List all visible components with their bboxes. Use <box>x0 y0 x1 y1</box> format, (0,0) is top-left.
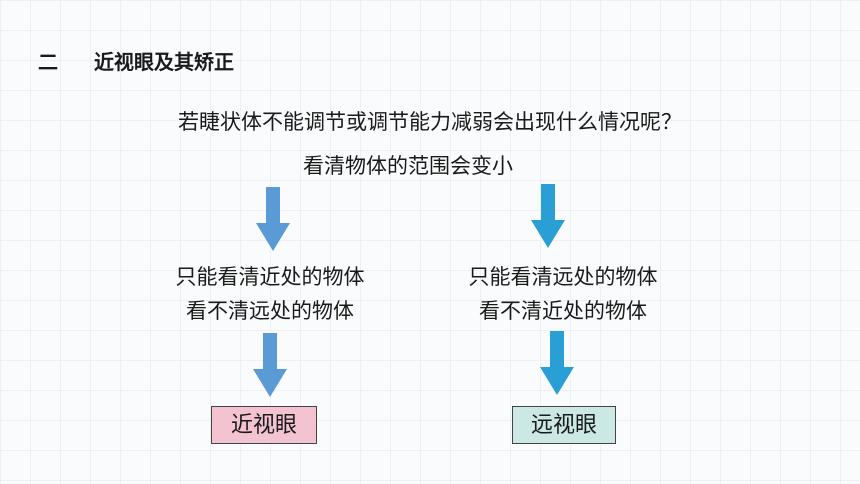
hyperopia-description: 只能看清远处的物体 看不清近处的物体 <box>413 260 713 328</box>
section-heading: 二 近视眼及其矫正 <box>38 46 234 75</box>
hyperopia-line-1: 只能看清远处的物体 <box>468 265 658 289</box>
arrow-down-icon <box>540 331 574 395</box>
hyperopia-label: 远视眼 <box>512 406 616 444</box>
myopia-line-2: 看不清远处的物体 <box>186 299 354 323</box>
hyperopia-line-2: 看不清近处的物体 <box>479 299 647 323</box>
myopia-line-1: 只能看清近处的物体 <box>175 265 365 289</box>
myopia-description: 只能看清近处的物体 看不清远处的物体 <box>120 260 420 328</box>
arrow-down-icon <box>253 333 287 397</box>
question-text: 若睫状体不能调节或调节能力减弱会出现什么情况呢？ <box>178 110 682 134</box>
section-title: 近视眼及其矫正 <box>94 50 234 74</box>
range-text: 看清物体的范围会变小 <box>303 154 513 178</box>
arrow-down-icon <box>531 184 565 248</box>
myopia-label: 近视眼 <box>211 406 317 444</box>
section-number: 二 <box>38 50 58 74</box>
arrow-down-icon <box>256 187 290 251</box>
